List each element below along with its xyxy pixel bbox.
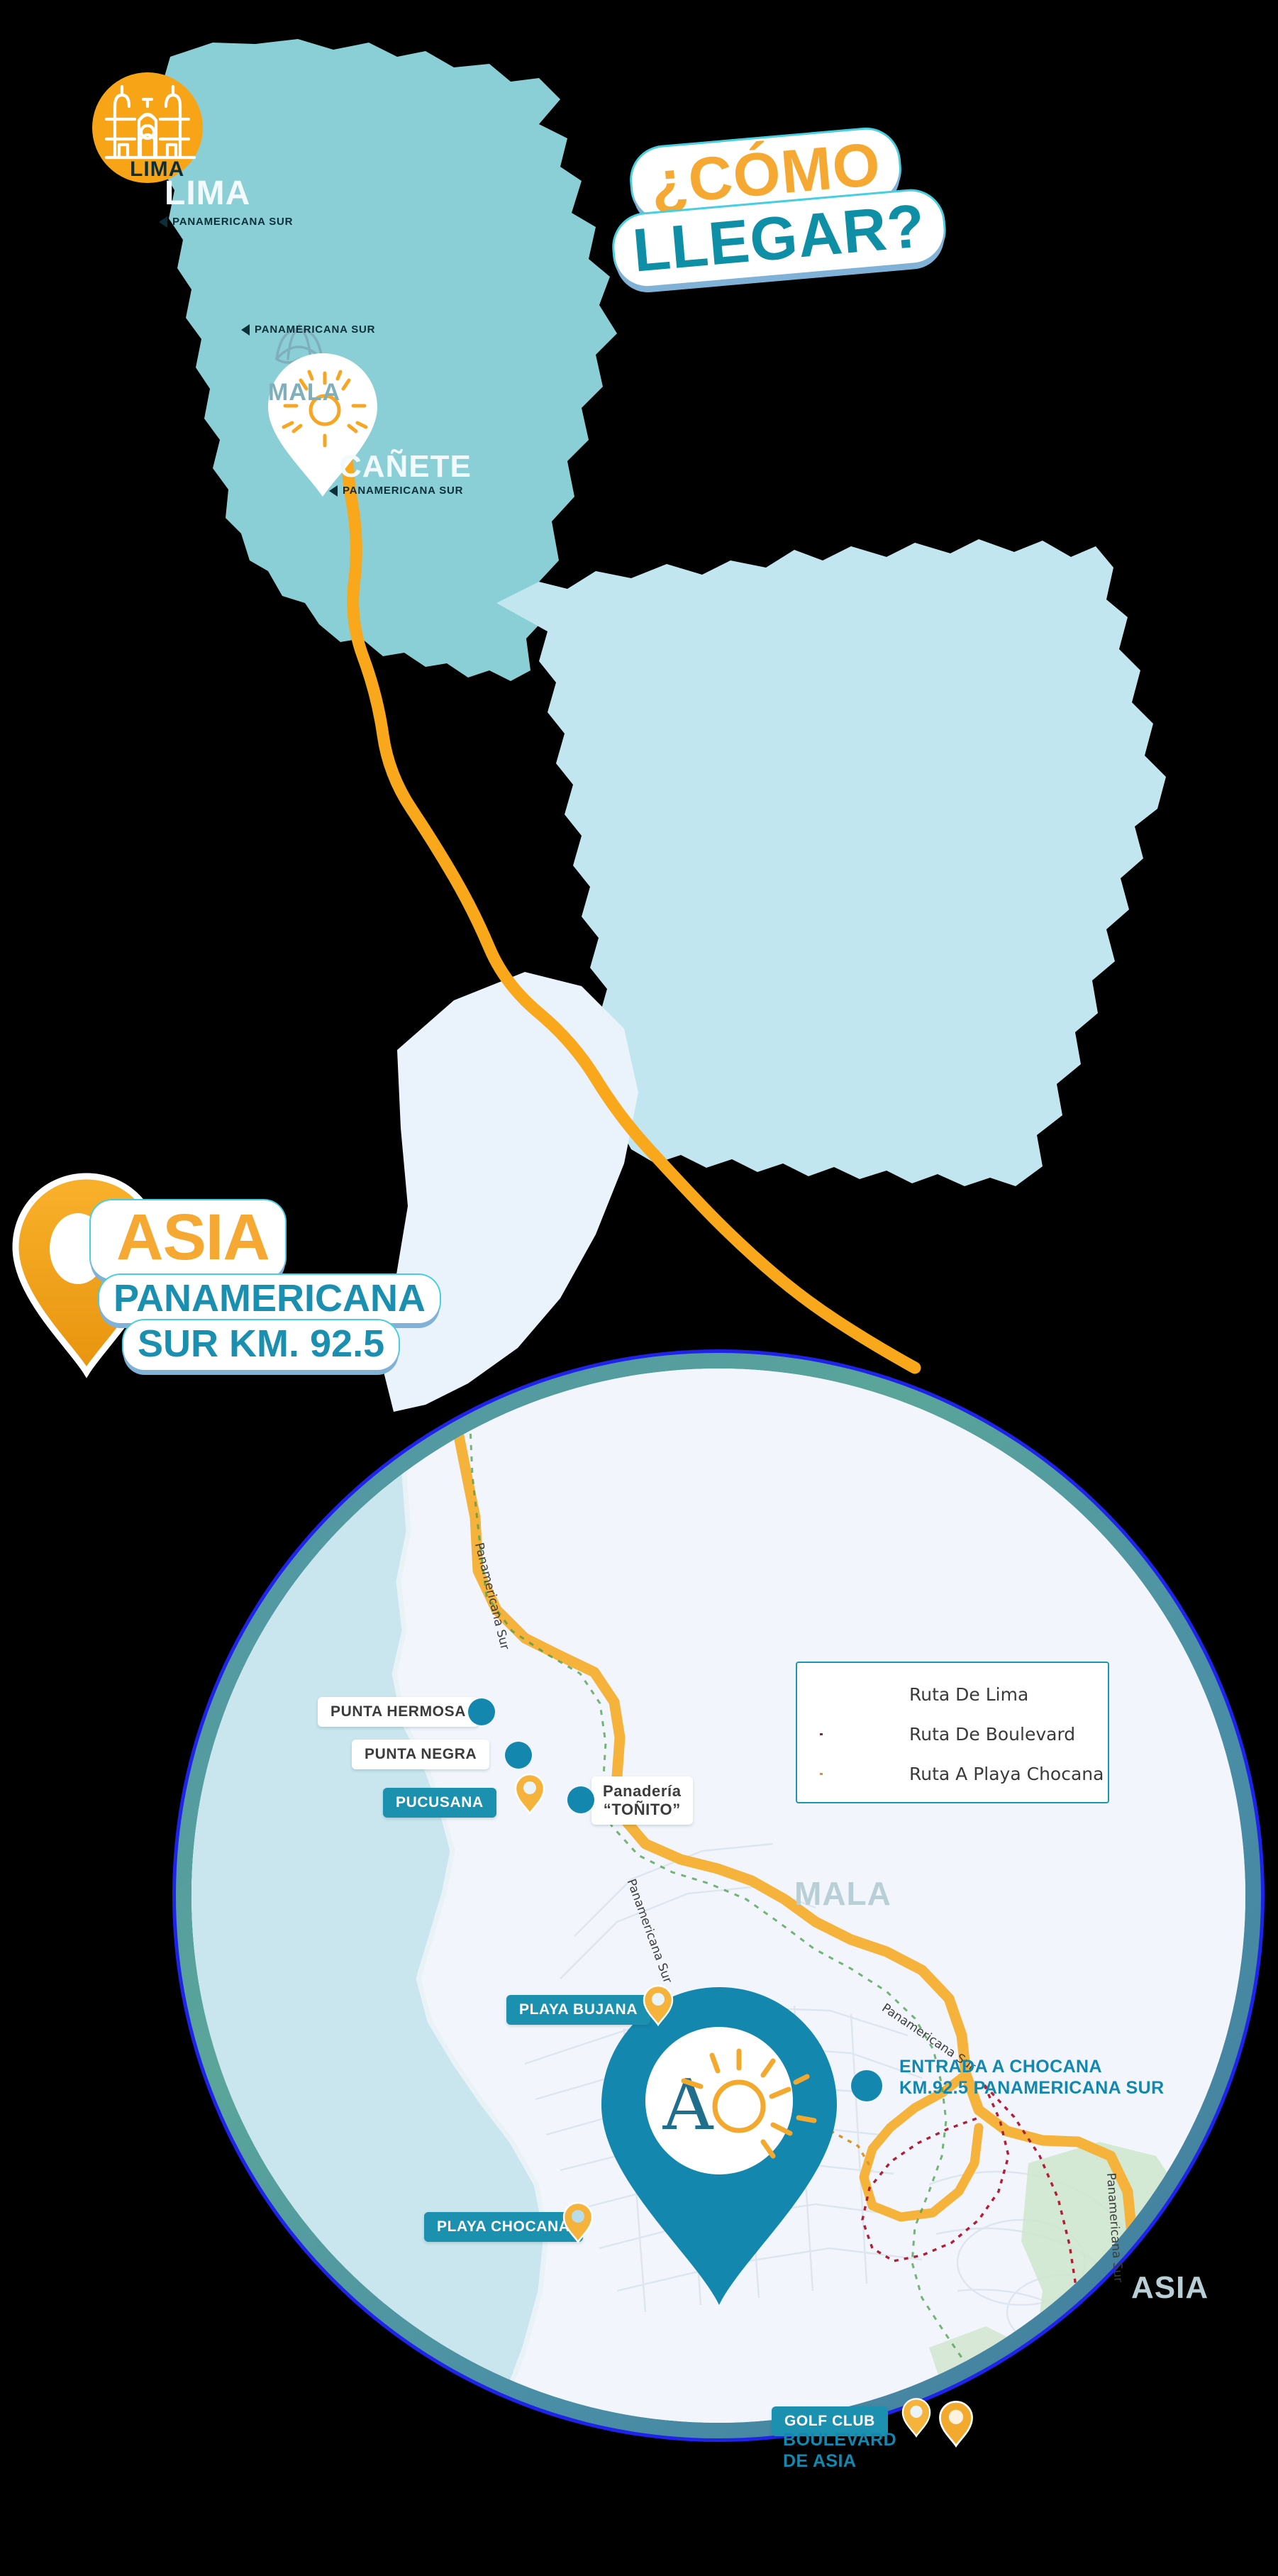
- detail-map-canvas[interactable]: A: [191, 1369, 1245, 2423]
- cathedral-icon: [104, 84, 196, 160]
- route-branch-boulevard: [859, 2069, 984, 2222]
- arrow-left-icon: [329, 485, 338, 497]
- poi-dot-punta-hermosa[interactable]: [468, 1698, 495, 1725]
- detail-map-ring: A: [176, 1353, 1261, 2438]
- legend-label-boulevard: Ruta De Boulevard: [909, 1723, 1076, 1745]
- legend-item-ruta-de-lima: Ruta De Lima: [804, 1674, 1101, 1714]
- detail-map-circle: A: [172, 1349, 1265, 2442]
- route-panamericana-sur: [340, 412, 921, 1374]
- poi-label-golf-club[interactable]: GOLF CLUB: [772, 2406, 888, 2436]
- poi-chip-text: PLAYA BUJANA: [506, 1995, 651, 2025]
- arrow-left-icon: [241, 324, 250, 336]
- legend-item-ruta-de-boulevard: Ruta De Boulevard: [804, 1714, 1101, 1754]
- poi-entrada-line1: ENTRADA A CHOCANA: [899, 2057, 1102, 2077]
- coastal-strip-shape: [383, 972, 638, 1412]
- poi-pin-boulevard-de-asia[interactable]: [938, 2399, 974, 2449]
- poi-dot-punta-negra[interactable]: [505, 1742, 532, 1769]
- poi-entrada-line2: KM.92.5 PANAMERICANA SUR: [899, 2078, 1165, 2098]
- route-green-dotted: [468, 1410, 966, 2362]
- badge-address-line1: PANAMERICANA: [99, 1275, 440, 1323]
- highway-label-2: PANAMERICANA SUR: [241, 324, 375, 336]
- poi-boulevard-line1: BOULEVARD: [783, 2430, 897, 2450]
- poi-boulevard-line2: DE ASIA: [783, 2451, 857, 2471]
- legend-swatch-chocana: [820, 1772, 888, 1775]
- arrow-left-icon: [159, 216, 167, 228]
- lima-city-marker-circle: [92, 72, 203, 183]
- poi-dot-panaderia[interactable]: [567, 1786, 594, 1813]
- route-legend: Ruta De Lima Ruta De Boulevard Ruta A Pl…: [796, 1662, 1109, 1803]
- poi-label-playa-bujana[interactable]: PLAYA BUJANA: [506, 1995, 651, 2025]
- highway-label-text: PANAMERICANA SUR: [172, 216, 294, 228]
- destination-pin: [268, 353, 377, 497]
- highway-label-3: PANAMERICANA SUR: [329, 485, 463, 497]
- asia-logo-letter: A: [662, 2065, 714, 2146]
- poi-pin-golf-club[interactable]: [901, 2397, 932, 2439]
- poi-label-playa-chocana[interactable]: PLAYA CHOCANA: [424, 2212, 583, 2242]
- poi-label-boulevard-de-asia[interactable]: BOULEVARD DE ASIA: [783, 2429, 896, 2472]
- asia-logo-sun-icon: [681, 2048, 817, 2159]
- poi-dot-entrada-chocana[interactable]: [851, 2070, 882, 2101]
- poi-pin-pucusana[interactable]: [513, 1772, 546, 1816]
- legend-label-lima: Ruta De Lima: [909, 1684, 1029, 1705]
- legend-swatch-boulevard: [820, 1732, 888, 1735]
- legend-label-chocana: Ruta A Playa Chocana: [909, 1763, 1104, 1784]
- province-lima-shape: [155, 39, 617, 681]
- highway-label-text: PANAMERICANA SUR: [343, 485, 464, 497]
- poi-label-entrada-chocana[interactable]: ENTRADA A CHOCANA KM.92.5 PANAMERICANA S…: [899, 2056, 1165, 2099]
- green-zone-2: [929, 2326, 1043, 2419]
- ocean-shape: [191, 1369, 546, 2423]
- highway-label-text: PANAMERICANA SUR: [255, 324, 376, 336]
- route-red-dotted-2: [983, 2084, 1092, 2384]
- golf-course-green: [1021, 2142, 1184, 2376]
- badge-address-line2: SUR KM. 92.5: [123, 1320, 399, 1370]
- poi-pin-playa-bujana[interactable]: [642, 1984, 674, 2028]
- highway-label-1: PANAMERICANA SUR: [159, 216, 293, 228]
- poi-pin-playa-chocana[interactable]: [562, 2201, 594, 2245]
- poi-chip-text: PUCUSANA: [383, 1788, 496, 1818]
- asia-location-badge: ASIA PANAMERICANA SUR KM. 92.5: [0, 1163, 539, 1398]
- poi-label-punta-negra[interactable]: PUNTA NEGRA: [352, 1740, 490, 1769]
- poi-chip-panaderia: Panadería “TOÑITO”: [591, 1776, 693, 1825]
- region-map: LIMA LIMA CAÑETE MALA PANAMERICANA SUR P…: [92, 39, 1166, 1412]
- poi-chip-text: GOLF CLUB: [772, 2406, 888, 2436]
- province-canete-shape: [496, 539, 1166, 1186]
- poi-chip-text: PUNTA HERMOSA: [318, 1697, 479, 1727]
- poi-chip-text-line1: Panadería: [603, 1782, 682, 1800]
- legend-item-ruta-playa-chocana: Ruta A Playa Chocana: [804, 1754, 1104, 1793]
- legend-swatch-lima: [820, 1693, 888, 1695]
- poi-label-punta-hermosa[interactable]: PUNTA HERMOSA: [318, 1697, 479, 1727]
- asia-center-pin: A: [601, 1987, 837, 2305]
- poi-chip-text-line2: “TOÑITO”: [603, 1800, 681, 1818]
- poi-label-panaderia-tonito[interactable]: Panadería “TOÑITO”: [591, 1776, 693, 1825]
- poi-label-pucusana[interactable]: PUCUSANA: [383, 1788, 496, 1818]
- poi-chip-text: PUNTA NEGRA: [352, 1740, 490, 1769]
- sun-icon: [282, 370, 368, 448]
- poi-chip-text: PLAYA CHOCANA: [424, 2212, 583, 2242]
- badge-asia-label: ASIA: [91, 1200, 285, 1279]
- coast-line: [391, 1369, 549, 2406]
- route-panamericana-sur-detail: [441, 1369, 1173, 2417]
